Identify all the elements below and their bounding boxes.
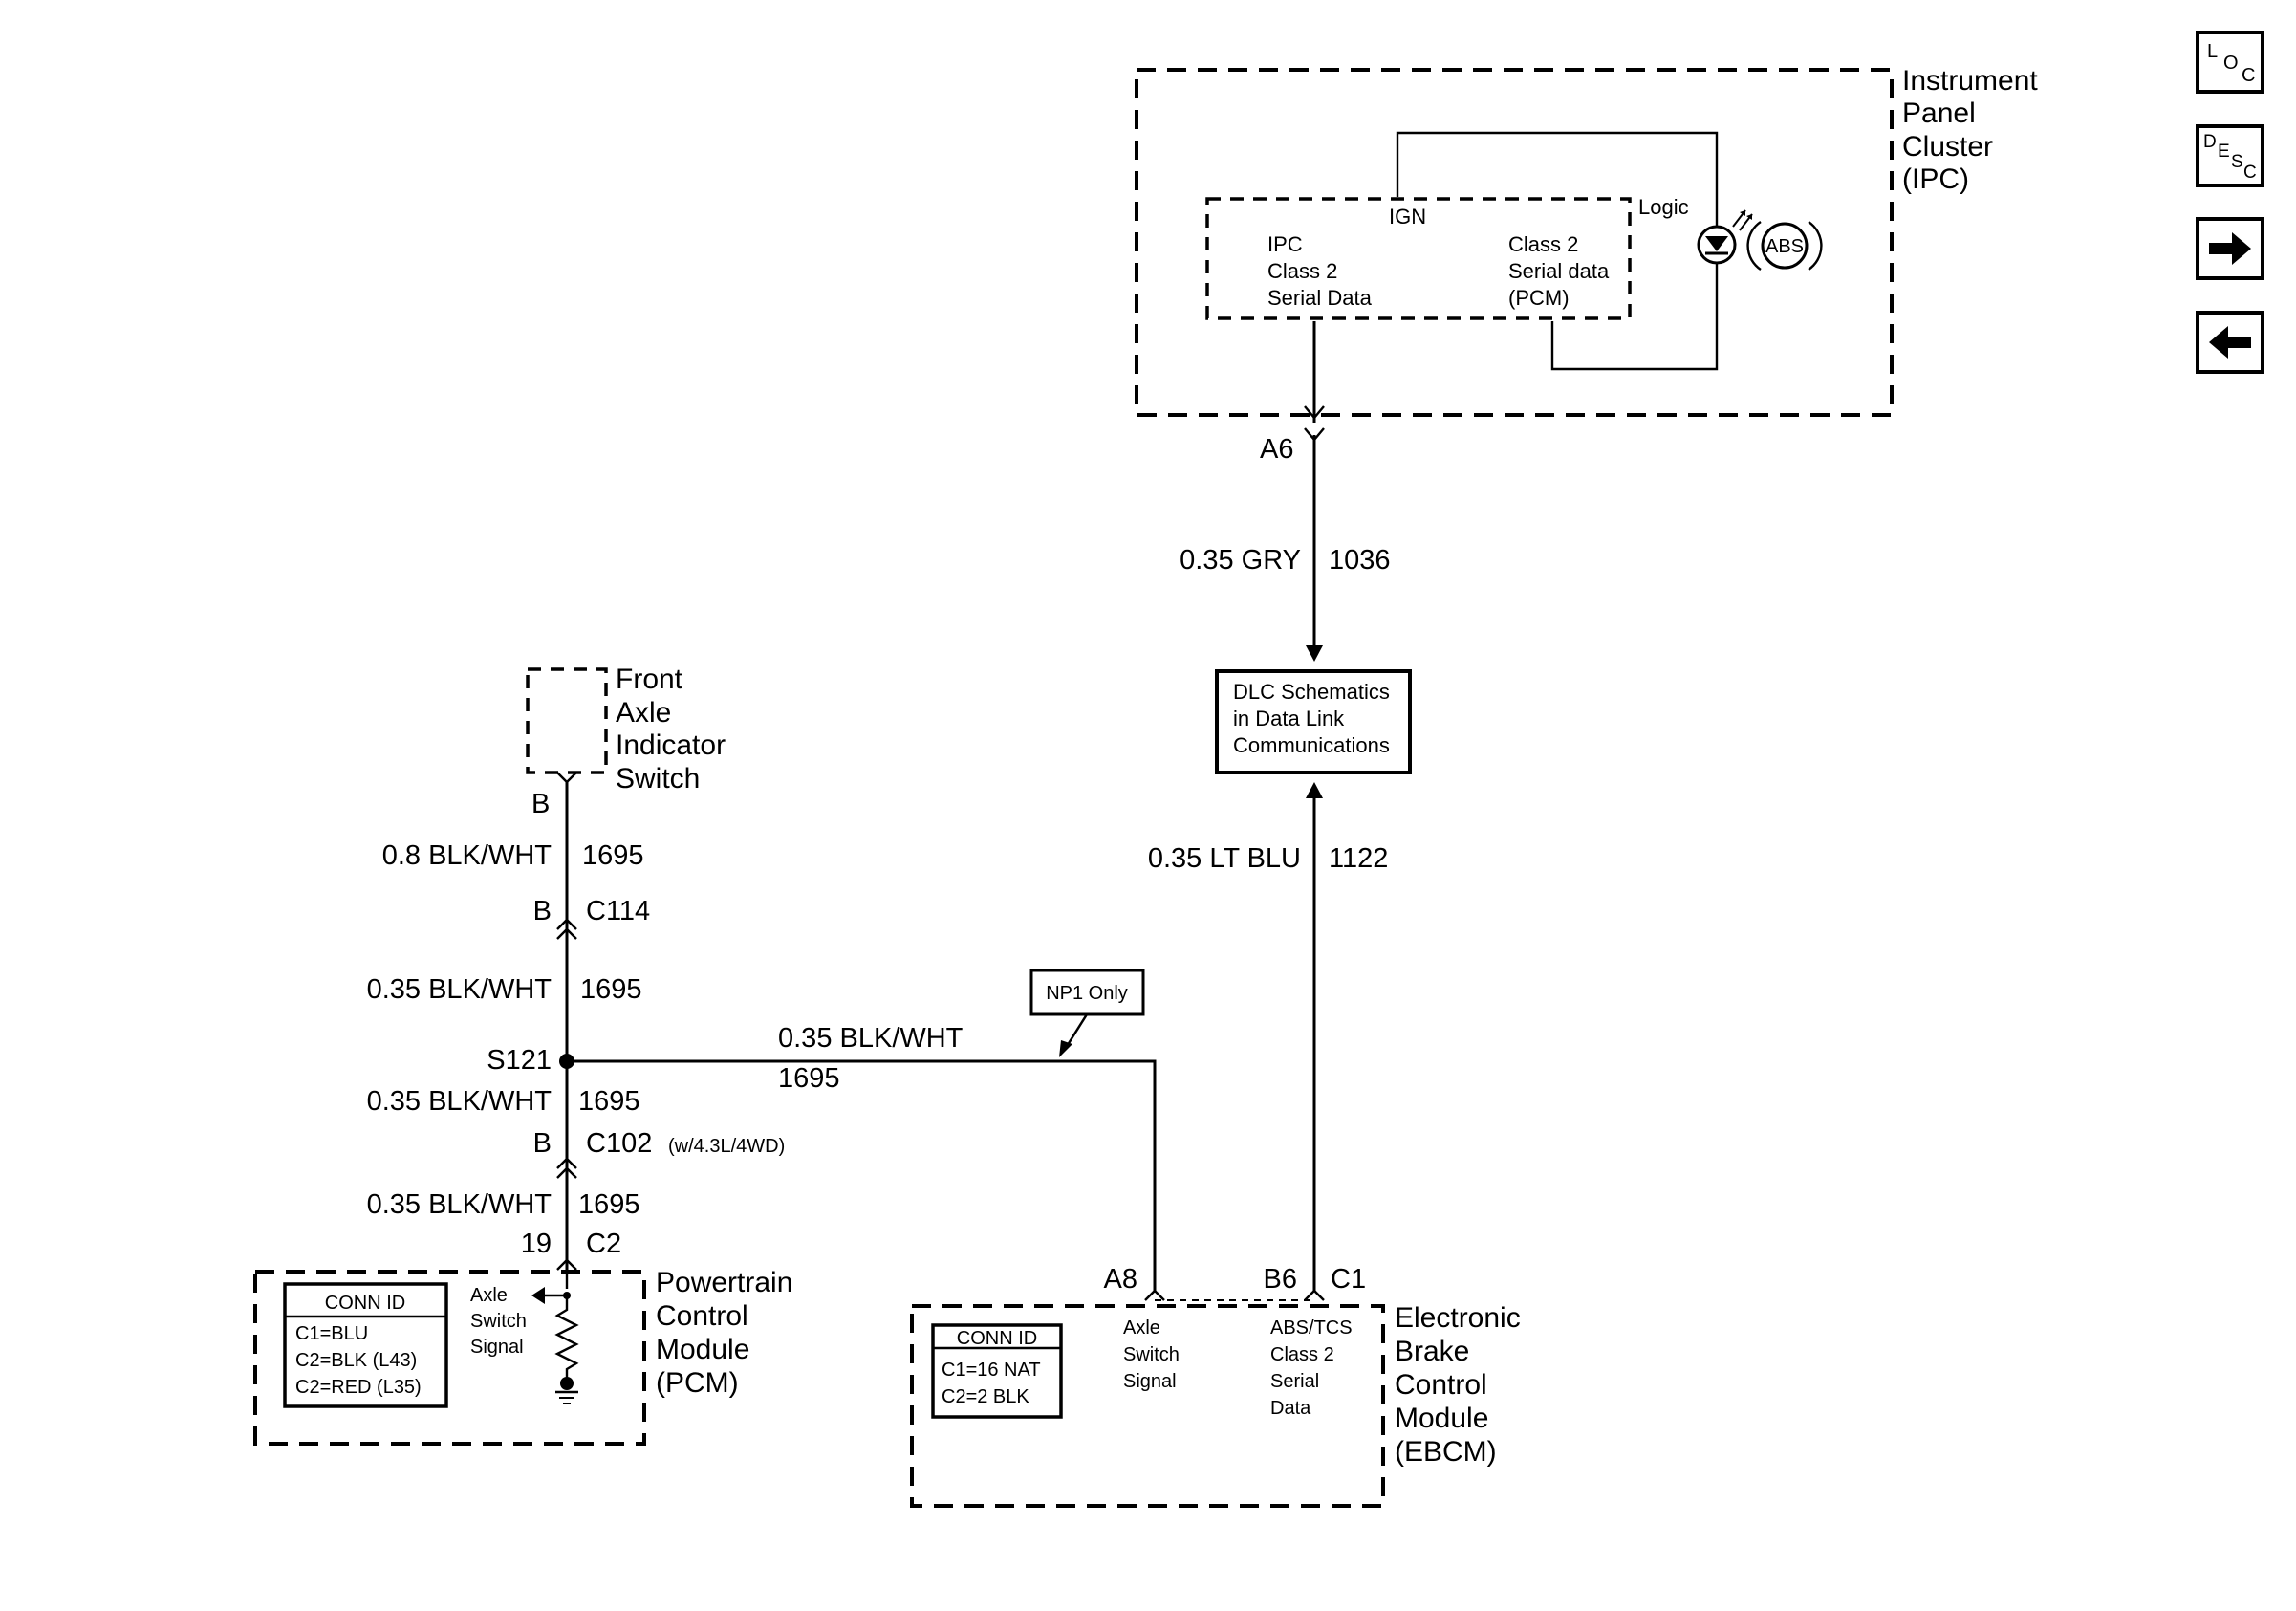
svg-text:C: C — [2243, 163, 2257, 183]
front-axle-indicator-switch: Front Axle Indicator Switch B — [526, 664, 733, 819]
pcm-title: Powertrain Control Module (PCM) — [656, 1267, 801, 1399]
pcm-axle-switch-signal-label: Axle Switch Signal — [470, 1285, 531, 1358]
description-icon: D E S C — [2203, 132, 2257, 183]
ebcm-conn-id-table: CONN ID C1=16 NAT C2=2 BLK — [931, 1323, 1063, 1419]
ebcm-module: Electronic Brake Control Module (EBCM) A… — [910, 1264, 1528, 1508]
wire-1695-branch: 0.35 BLK/WHT 1695 — [567, 1023, 1157, 1293]
wire-circuit-number: 1695 — [778, 1063, 840, 1094]
c102-note: (w/4.3L/4WD) — [668, 1136, 785, 1157]
ground-icon — [555, 1377, 578, 1404]
pcm-connector-c2: C2 — [586, 1229, 621, 1259]
ebcm-connector-c1: C1 — [1331, 1264, 1366, 1295]
wire-gauge-color: 0.8 BLK/WHT — [382, 840, 552, 871]
abs-lamp-label: ABS — [1765, 236, 1804, 257]
ebcm-axle-switch-signal-label: Axle Switch Signal — [1123, 1317, 1184, 1392]
pcm-module: Powertrain Control Module (PCM) CONN ID … — [253, 1267, 801, 1446]
svg-text:D: D — [2203, 132, 2217, 152]
svg-text:E: E — [2218, 142, 2230, 162]
svg-text:C: C — [2242, 65, 2255, 86]
arrow-right-icon — [2209, 232, 2251, 265]
wire-gauge-color: 0.35 BLK/WHT — [367, 1189, 552, 1220]
wire-gauge-color: 0.35 BLK/WHT — [367, 1086, 552, 1117]
ign-label: IGN — [1389, 205, 1426, 229]
logic-label: Logic — [1638, 195, 1689, 219]
conn-id-header: CONN ID — [325, 1293, 405, 1314]
arrow-left-icon — [2209, 326, 2251, 359]
pcm-conn-id-table: CONN ID C1=BLU C2=BLK (L43) C2=RED (L35) — [283, 1282, 448, 1408]
wire-gauge-color: 0.35 BLK/WHT — [367, 974, 552, 1005]
ipc-pin-a6: A6 — [1260, 434, 1293, 465]
wire-circuit-number: 1695 — [578, 1189, 640, 1220]
wire-circuit-number: 1122 — [1329, 843, 1388, 874]
np1-only-label: NP1 Only — [1046, 983, 1128, 1004]
ebcm-pin-a8: A8 — [1104, 1264, 1137, 1295]
ebcm-pin-b6: B6 — [1264, 1264, 1297, 1295]
pcm-pin-19: 19 — [521, 1229, 552, 1259]
location-icon: L O C — [2207, 41, 2255, 86]
conn-id-row: C2=2 BLK — [942, 1386, 1029, 1407]
location-button[interactable]: L O C — [2196, 31, 2264, 94]
wire-circuit-number: 1695 — [578, 1086, 640, 1117]
abs-lamp-icon: ABS — [1746, 221, 1823, 271]
pull-down-resistor-icon — [554, 1295, 579, 1380]
previous-button[interactable] — [2196, 311, 2264, 374]
wire-circuit-number: 1036 — [1329, 545, 1391, 576]
switch-title: Front Axle Indicator Switch — [616, 664, 733, 795]
wire-gauge-color: 0.35 LT BLU — [1148, 843, 1301, 874]
pcm-serial-label: Class 2 Serial data (PCM) — [1508, 232, 1614, 310]
svg-text:O: O — [2223, 53, 2239, 74]
np1-only-callout: NP1 Only — [1029, 969, 1145, 1057]
dlc-reference-box[interactable]: DLC Schematics in Data Link Communicatio… — [1215, 669, 1412, 774]
ebcm-serial-data-label: ABS/TCS Class 2 Serial Data — [1270, 1317, 1357, 1419]
wire-gauge-color: 0.35 GRY — [1180, 545, 1301, 576]
description-button[interactable]: D E S C — [2196, 124, 2264, 187]
svg-text:L: L — [2207, 41, 2218, 62]
svg-text:S: S — [2231, 152, 2243, 172]
conn-id-row: C2=RED (L35) — [295, 1377, 422, 1398]
switch-pin-b: B — [531, 789, 550, 819]
c102-pin: B — [533, 1128, 552, 1159]
conn-id-header: CONN ID — [957, 1328, 1037, 1349]
next-button[interactable] — [2196, 217, 2264, 280]
wire-1122: 0.35 LT BLU 1122 — [1148, 782, 1388, 1291]
s121-label: S121 — [487, 1045, 552, 1076]
wire-circuit-number: 1695 — [580, 974, 642, 1005]
wire-gauge-color: 0.35 BLK/WHT — [778, 1023, 964, 1054]
conn-id-row: C1=16 NAT — [942, 1360, 1041, 1381]
c102-label: C102 — [586, 1128, 652, 1159]
ipc-title: Instrument Panel Cluster (IPC) — [1902, 65, 2046, 195]
dlc-reference-text: DLC Schematics in Data Link Communicatio… — [1233, 680, 1396, 757]
ipc-module: Instrument Panel Cluster (IPC) IGN Logic… — [1135, 65, 2046, 465]
wire-1036: 0.35 GRY 1036 — [1180, 435, 1391, 662]
conn-id-row: C1=BLU — [295, 1323, 368, 1344]
abs-indicator-led-icon — [1697, 209, 1753, 265]
ipc-serial-label: IPC Class 2 Serial Data — [1267, 232, 1373, 310]
c114-pin: B — [533, 896, 552, 926]
ebcm-title: Electronic Brake Control Module (EBCM) — [1395, 1302, 1528, 1468]
wire-1695-harness: 0.8 BLK/WHT 1695 B C114 0.35 BLK/WHT 169… — [367, 782, 785, 1271]
c114-label: C114 — [586, 896, 650, 926]
conn-id-row: C2=BLK (L43) — [295, 1350, 417, 1371]
wire-circuit-number: 1695 — [582, 840, 644, 871]
